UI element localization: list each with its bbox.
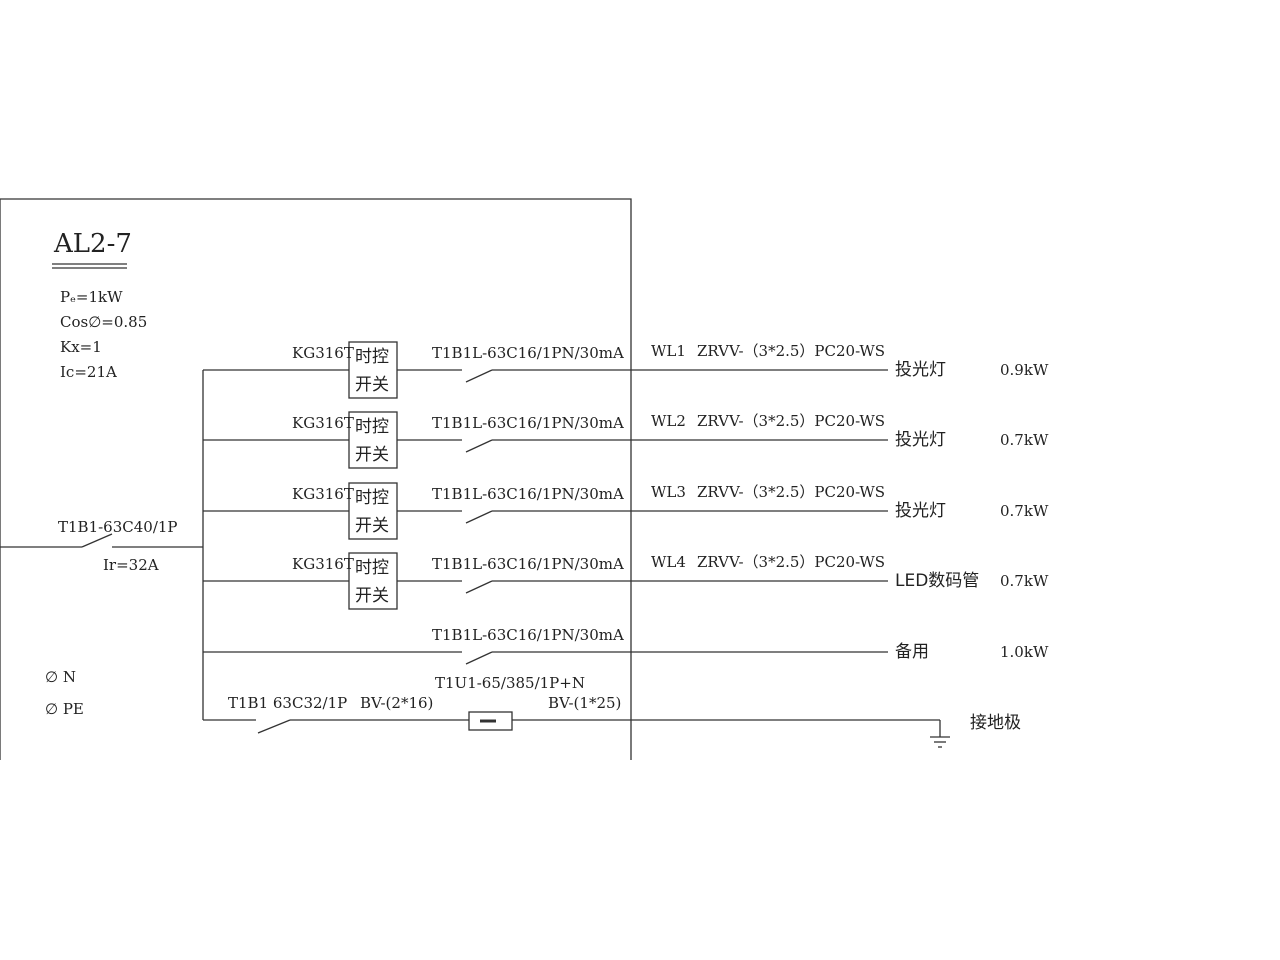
breaker-symbol — [465, 439, 493, 453]
time-switch-label-bottom: 开关 — [355, 445, 389, 465]
ground-label: 接地极 — [970, 713, 1021, 733]
load-label: 投光灯 — [895, 360, 946, 380]
circuit-label: WL4 — [651, 553, 686, 571]
surge-branch: T1B1 63C32/1P BV-(2*16) T1U1-65/385/1P+N… — [203, 674, 1021, 748]
time-switch-label-bottom: 开关 — [355, 586, 389, 606]
time-switch-label-bottom: 开关 — [355, 516, 389, 536]
time-switch-label-top: 时控 — [355, 347, 389, 367]
ground-icon — [930, 736, 950, 748]
spare-breaker-label: T1B1L-63C16/1PN/30mA — [432, 626, 624, 644]
param-cos: Cos∅=0.85 — [60, 313, 147, 331]
time-switch-label-top: 时控 — [355, 558, 389, 578]
param-power: Pₑ=1kW — [60, 288, 123, 306]
spd-box — [468, 711, 513, 731]
power-label: 0.7kW — [1000, 502, 1049, 520]
panel-frame — [0, 198, 632, 760]
time-switch-label-top: 时控 — [355, 488, 389, 508]
breaker-symbol — [465, 369, 493, 383]
incoming-breaker-label: T1B1-63C40/1P — [58, 518, 178, 536]
load-label: 投光灯 — [895, 501, 946, 521]
load-label: 投光灯 — [895, 430, 946, 450]
legend-pe: ∅ PE — [45, 700, 84, 718]
switch-model-label: KG316T — [292, 555, 354, 573]
breaker-label: T1B1L-63C16/1PN/30mA — [432, 414, 624, 432]
circuit-label: WL3 — [651, 483, 686, 501]
surge-breaker-label: T1B1 63C32/1P — [228, 694, 347, 712]
param-kx: Kx=1 — [60, 338, 102, 356]
cable-label: ZRVV-（3*2.5）PC20-WS — [697, 483, 885, 501]
circuit-label: WL2 — [651, 412, 686, 430]
cable-label: ZRVV-（3*2.5）PC20-WS — [697, 553, 885, 571]
switch-model-label: KG316T — [292, 485, 354, 503]
surge-cable-in-label: BV-(2*16) — [360, 694, 433, 712]
param-ic: Ic=21A — [60, 363, 117, 381]
power-label: 0.7kW — [1000, 572, 1049, 590]
power-label: 0.7kW — [1000, 431, 1049, 449]
load-label: LED数码管 — [895, 571, 979, 591]
panel-title: AL2-7 — [53, 229, 132, 259]
circuit-label: WL1 — [651, 342, 686, 360]
breaker-label: T1B1L-63C16/1PN/30mA — [432, 344, 624, 362]
cable-label: ZRVV-（3*2.5）PC20-WS — [697, 412, 885, 430]
breaker-label: T1B1L-63C16/1PN/30mA — [432, 485, 624, 503]
spd-label: T1U1-65/385/1P+N — [435, 674, 585, 692]
spare-power-label: 1.0kW — [1000, 643, 1049, 661]
switch-model-label: KG316T — [292, 414, 354, 432]
breaker-symbol — [465, 580, 493, 594]
incoming-breaker-symbol — [81, 533, 113, 548]
incoming-setting-label: Ir=32A — [103, 556, 159, 574]
power-label: 0.9kW — [1000, 361, 1049, 379]
surge-cable-out-label: BV-(1*25) — [548, 694, 621, 712]
cable-label: ZRVV-（3*2.5）PC20-WS — [697, 342, 885, 360]
breaker-label: T1B1L-63C16/1PN/30mA — [432, 555, 624, 573]
legend-neutral: ∅ N — [45, 668, 76, 686]
time-switch-label-top: 时控 — [355, 417, 389, 437]
time-switch-label-bottom: 开关 — [355, 375, 389, 395]
switch-model-label: KG316T — [292, 344, 354, 362]
breaker-symbol — [465, 510, 493, 524]
spare-branch: T1B1L-63C16/1PN/30mA 备用 1.0kW — [203, 626, 1049, 665]
spare-load-label: 备用 — [895, 642, 929, 662]
